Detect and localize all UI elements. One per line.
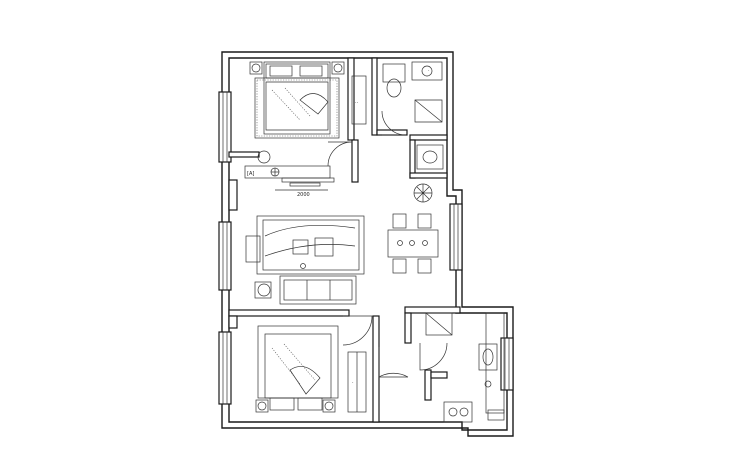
side-table [257,150,271,164]
wardrobe-second: · [347,351,367,413]
window-second-bedroom [218,331,232,405]
master-bed [254,61,340,139]
chair [417,213,432,229]
tv-wall-dimension: 2000 [297,192,310,198]
window-living-room [218,221,232,291]
nightstand-right [322,399,336,413]
door-bathroom [381,110,407,136]
pillow-right [299,65,323,77]
tv-cabinet [244,165,331,179]
pillow-right [297,397,323,411]
counter [485,312,505,414]
window-dining [449,203,463,271]
bed-frame-second [257,325,339,399]
second-bed [255,325,339,413]
tv-wall-master: [A] 2000 [244,150,335,198]
tv-unit [289,182,321,187]
nightstand-left [255,399,269,413]
kitchen-fixtures [425,312,505,423]
kitchen-sink-icon [478,343,498,371]
door-master-bedroom [327,141,353,167]
svg-text:·: · [428,68,430,74]
svg-text:··: ·· [355,100,359,106]
side-stool [292,239,309,255]
armchair [245,235,261,263]
fridge [425,312,453,336]
bed-rug-master [254,77,340,139]
bath-sink [411,61,443,81]
bathroom-fixtures: · [382,61,443,123]
basin-icon [422,150,438,164]
living-room-furniture [245,215,365,305]
door-entry [378,347,409,378]
chair [392,258,407,274]
interior-walls [228,57,461,423]
stove-icon [443,401,473,423]
nightstand-right [331,61,345,75]
pillow-left [269,65,293,77]
windows [218,91,514,405]
pillow-left [269,397,295,411]
chair [417,258,432,274]
toilet-icon [386,78,402,98]
dining-table [387,229,439,258]
toilet-tank [382,63,406,83]
window-kitchen [500,337,514,391]
exterior-walls [221,51,514,437]
chair [392,213,407,229]
wash-basin [416,144,444,170]
coffee-table [314,237,334,257]
living-rug [256,215,365,275]
dining-set [387,213,439,274]
bed-frame-master [263,61,331,135]
wardrobe-master: ·· [351,75,367,125]
doors [327,110,448,378]
nightstands-master [249,61,345,75]
nightstand-left [249,61,263,75]
window-master-bedroom [218,91,232,163]
plant-icon [413,183,433,203]
svg-text:·: · [352,380,354,386]
floor-lamp-icon [257,283,271,297]
cabinet-label: [A] [247,171,254,177]
sofa [279,275,357,305]
door-second-bedroom [342,315,373,346]
door-kitchen [419,342,448,371]
